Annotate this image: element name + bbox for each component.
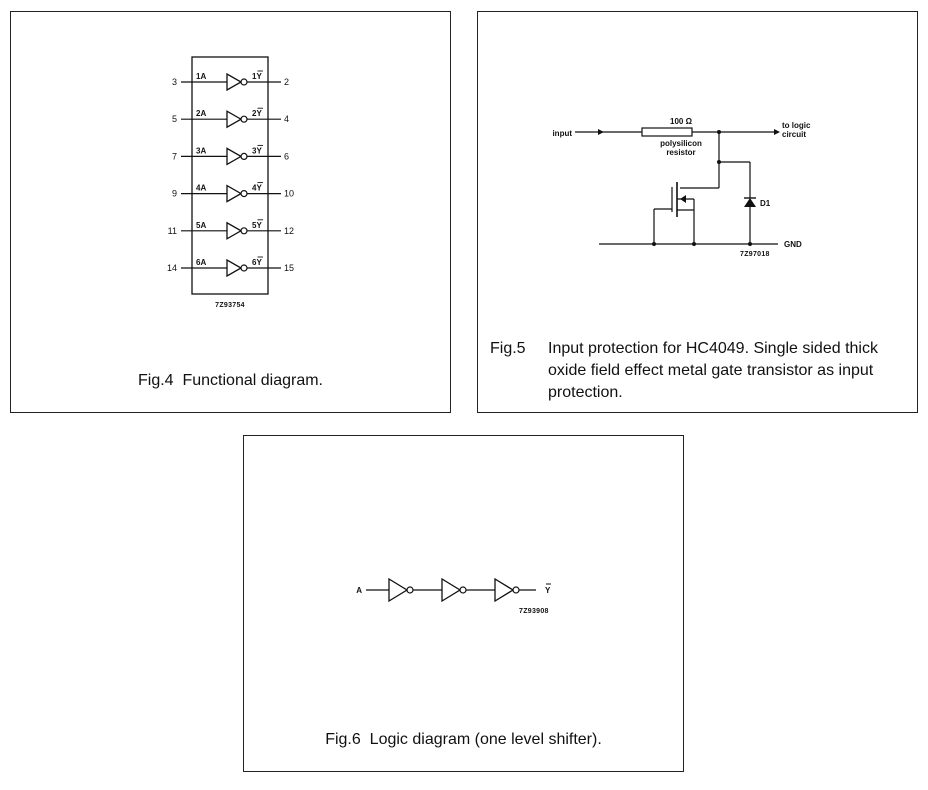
diode-icon <box>744 198 756 207</box>
fig4-caption-text: Functional diagram. <box>182 372 323 389</box>
substrate-arrow-icon <box>680 195 686 203</box>
output-pin-number: 2 <box>284 77 289 87</box>
output-label: 6Y <box>252 258 262 267</box>
inversion-bubble-3 <box>512 586 520 594</box>
input-label: 3A <box>196 146 206 155</box>
ic-package-outline <box>191 56 269 295</box>
fig4-caption: Fig.4 Functional diagram. <box>11 370 450 392</box>
resistor-desc-1: polysilicon <box>660 139 702 148</box>
diode-label: D1 <box>760 199 771 208</box>
input-protection-schematic: input 100 Ω polysilicon resistor to logi… <box>552 117 811 258</box>
input-arrow-icon <box>598 129 604 135</box>
output-label-1: to logic <box>782 121 811 130</box>
inversion-bubble <box>240 264 248 272</box>
inverter-array: 3 2 1A 1Y 5 4 2A 2Y 7 6 3A 3Y 9 10 4A 4Y 11 12 5A 5Y 14 15 6A 6… <box>167 70 294 278</box>
fig5-panel: input 100 Ω polysilicon resistor to logi… <box>477 11 918 413</box>
input-label: 6A <box>196 258 206 267</box>
fig6-code: 7Z93908 <box>519 608 549 615</box>
input-pin-number: 14 <box>167 263 177 273</box>
inverter-1 <box>388 577 409 603</box>
output-pin-number: 4 <box>284 114 289 124</box>
input-pin-number: 7 <box>172 151 177 161</box>
fig6-caption-number: Fig.6 <box>325 731 361 748</box>
input-pin-number: 9 <box>172 189 177 199</box>
output-label: 5Y <box>252 221 262 230</box>
inversion-bubble-2 <box>459 586 467 594</box>
inverter-3 <box>494 577 515 603</box>
inverter-2 <box>441 577 462 603</box>
fig5-code: 7Z97018 <box>740 251 770 258</box>
output-pin-number: 6 <box>284 151 289 161</box>
output-label: 4Y <box>252 184 262 193</box>
input-a-label: A <box>356 586 362 595</box>
input-label: 1A <box>196 72 206 81</box>
inverter <box>226 110 243 129</box>
resistor-desc-2: resistor <box>666 148 695 157</box>
input-label: input <box>552 129 572 138</box>
input-pin-number: 3 <box>172 77 177 87</box>
input-label: 4A <box>196 184 206 193</box>
fig4-code: 7Z93754 <box>215 302 245 309</box>
output-y-label: Y <box>545 586 551 595</box>
inverter <box>226 147 243 166</box>
fig5-caption-number: Fig.5 <box>490 340 526 357</box>
output-pin-number: 12 <box>284 226 294 236</box>
inversion-bubble <box>240 115 248 123</box>
output-label: 3Y <box>252 146 262 155</box>
output-arrow-icon <box>774 129 780 135</box>
inverter <box>226 184 243 203</box>
output-pin-number: 15 <box>284 263 294 273</box>
logic-diagram: A Y 7Z93908 <box>356 577 551 615</box>
output-label-2: circuit <box>782 130 806 139</box>
inversion-bubble-1 <box>406 586 414 594</box>
input-pin-number: 5 <box>172 114 177 124</box>
inverter <box>226 221 243 240</box>
fig4-caption-number: Fig.4 <box>138 372 174 389</box>
input-label: 2A <box>196 109 206 118</box>
junction-node <box>748 242 752 246</box>
resistor <box>641 127 693 137</box>
inversion-bubble <box>240 152 248 160</box>
inversion-bubble <box>240 190 248 198</box>
inverter <box>226 72 243 92</box>
input-label: 5A <box>196 221 206 230</box>
functional-diagram: 3 2 1A 1Y 5 4 2A 2Y 7 6 3A 3Y 9 10 4A 4Y 11 12 5A 5Y 14 15 6A 6… <box>167 56 294 309</box>
fig4-panel: 3 2 1A 1Y 5 4 2A 2Y 7 6 3A 3Y 9 10 4A 4Y 11 12 5A 5Y 14 15 6A 6… <box>10 11 451 413</box>
gnd-label: GND <box>784 240 802 249</box>
inversion-bubble <box>240 227 248 235</box>
output-label: 2Y <box>252 109 262 118</box>
resistor-value: 100 Ω <box>670 117 693 126</box>
input-pin-number: 11 <box>168 226 177 236</box>
fig6-caption-text: Logic diagram (one level shifter). <box>369 731 602 748</box>
inverter <box>226 258 243 278</box>
inversion-bubble <box>240 78 248 86</box>
fig5-caption-text: Input protection for HC4049. Single side… <box>548 340 878 401</box>
fig6-caption: Fig.6 Logic diagram (one level shifter). <box>244 729 683 751</box>
junction-node <box>652 242 656 246</box>
output-pin-number: 10 <box>284 189 294 199</box>
junction-node <box>692 242 696 246</box>
output-label: 1Y <box>252 72 262 81</box>
fig6-panel: A Y 7Z93908 Fig.6 Logic diagram (one lev… <box>243 435 684 772</box>
